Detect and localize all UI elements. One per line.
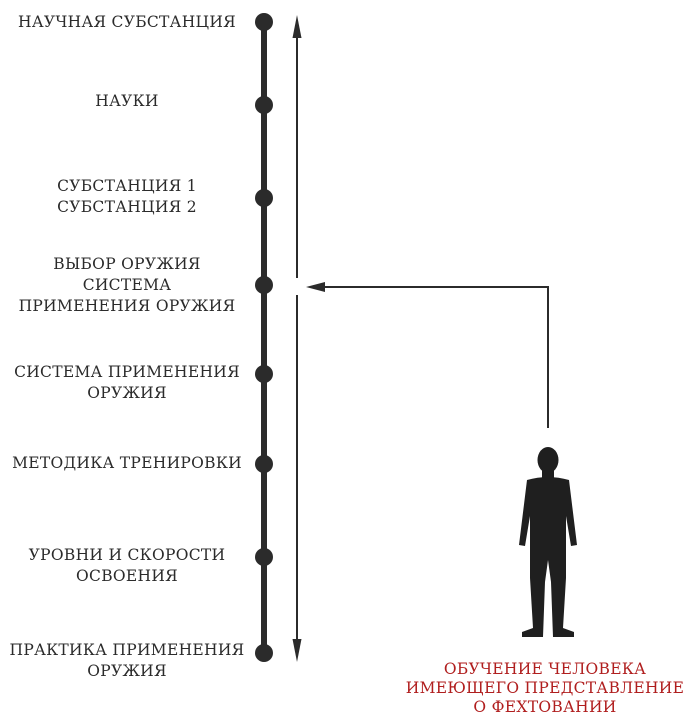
entry-arrow [306, 282, 549, 428]
range-arrow-up-head [292, 15, 302, 38]
entry-arrow-head [306, 282, 325, 292]
step-label-line: НАУЧНАЯ СУБСТАНЦИЯ [18, 13, 236, 31]
entry-arrow-path [320, 286, 549, 428]
person-caption: ОБУЧЕНИЕ ЧЕЛОВЕКА ИМЕЮЩЕГО ПРЕДСТАВЛЕНИЕ… [400, 660, 690, 717]
step-label-line: ПРАКТИКА ПРИМЕНЕНИЯ [9, 641, 245, 659]
timeline-dot-levels-speed [255, 548, 273, 566]
step-label-levels-speed: УРОВНИ И СКОРОСТИ ОСВОЕНИЯ [2, 545, 252, 587]
step-label-substances: СУБСТАНЦИЯ 1 СУБСТАНЦИЯ 2 [2, 176, 252, 218]
step-label-scientific-substance: НАУЧНАЯ СУБСТАНЦИЯ [2, 12, 252, 33]
timeline-dots [255, 13, 273, 662]
caption-line-1: ОБУЧЕНИЕ ЧЕЛОВЕКА [443, 660, 647, 678]
step-label-line: СИСТЕМА ПРИМЕНЕНИЯ [14, 363, 240, 381]
timeline-dot-weapon-choice [255, 276, 273, 294]
step-label-training-method: МЕТОДИКА ТРЕНИРОВКИ [2, 453, 252, 474]
caption-line-3: О ФЕХТОВАНИИ [473, 698, 617, 716]
step-label-line: МЕТОДИКА ТРЕНИРОВКИ [12, 454, 242, 472]
step-label-line: НАУКИ [95, 92, 159, 110]
timeline-dot-sciences [255, 96, 273, 114]
timeline-dot-substances [255, 189, 273, 207]
step-label-line: СУБСТАНЦИЯ 1 [57, 177, 197, 195]
step-label-sciences: НАУКИ [2, 91, 252, 112]
step-label-line: СУБСТАНЦИЯ 2 [57, 198, 197, 216]
timeline-dot-weapon-system [255, 365, 273, 383]
step-label-line: ВЫБОР ОРУЖИЯ [53, 255, 201, 273]
step-label-line: УРОВНИ И СКОРОСТИ [28, 546, 226, 564]
timeline-dot-scientific-substance [255, 13, 273, 31]
step-label-weapon-choice: ВЫБОР ОРУЖИЯ СИСТЕМА ПРИМЕНЕНИЯ ОРУЖИЯ [2, 254, 252, 317]
step-label-line: ОРУЖИЯ [87, 662, 167, 680]
step-label-weapon-system: СИСТЕМА ПРИМЕНЕНИЯ ОРУЖИЯ [2, 362, 252, 404]
timeline-dot-training-method [255, 455, 273, 473]
step-label-line: СИСТЕМА [82, 276, 172, 294]
step-label-line: ОСВОЕНИЯ [76, 567, 178, 585]
caption-line-2: ИМЕЮЩЕГО ПРЕДСТАВЛЕНИЕ [405, 679, 685, 697]
step-label-line: ОРУЖИЯ [87, 384, 167, 402]
range-arrow-down-head [292, 639, 302, 662]
timeline-dot-weapon-practice [255, 644, 273, 662]
range-arrow [292, 15, 302, 662]
step-label-weapon-practice: ПРАКТИКА ПРИМЕНЕНИЯ ОРУЖИЯ [2, 640, 252, 682]
step-label-line: ПРИМЕНЕНИЯ ОРУЖИЯ [18, 297, 236, 315]
person-silhouette-icon [519, 447, 577, 637]
